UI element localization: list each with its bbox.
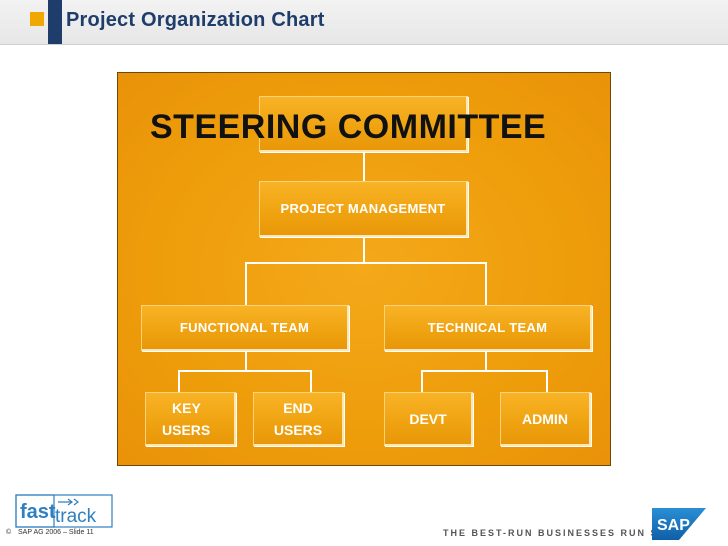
project-management-box: PROJECT MANAGEMENT: [259, 181, 468, 237]
devt-label: DEVT: [409, 410, 447, 427]
connector-technical-down: [485, 262, 487, 306]
devt-box: DEVT: [384, 392, 473, 446]
technical-team-label: TECHNICAL TEAM: [427, 320, 548, 335]
svg-text:SAP: SAP: [657, 517, 690, 534]
connector-technical-sub-horizontal: [421, 370, 548, 372]
key-users-box: KEY USERS: [145, 392, 236, 446]
connector-functional-down: [245, 262, 247, 306]
connector-steering-pm: [363, 152, 365, 182]
connector-functional-sub-horizontal: [178, 370, 312, 372]
steering-committee-label: STEERING COMMITTEE: [150, 108, 547, 146]
svg-text:track: track: [55, 506, 97, 527]
end-users-box: END USERS: [253, 392, 344, 446]
title-bar: Project Organization Chart: [0, 0, 728, 45]
sap-logo: SAP: [652, 508, 706, 540]
title-accent-bar: [48, 0, 62, 44]
end-users-label-1: END: [283, 399, 313, 416]
title-accent-square: [30, 12, 44, 26]
admin-label: ADMIN: [522, 410, 568, 427]
connector-devt-down: [421, 370, 423, 394]
svg-text:fast: fast: [20, 501, 56, 523]
connector-functional-sub-down: [245, 351, 247, 371]
connector-admin-down: [546, 370, 548, 394]
connector-teams-horizontal: [245, 262, 486, 264]
functional-team-box: FUNCTIONAL TEAM: [141, 305, 349, 351]
project-management-label: PROJECT MANAGEMENT: [280, 201, 446, 216]
functional-team-label: FUNCTIONAL TEAM: [179, 320, 310, 335]
fasttrack-logo: fast track: [15, 494, 113, 528]
copyright-symbol: ©: [6, 529, 12, 536]
connector-pm-down: [363, 237, 365, 263]
steering-committee-box: [259, 96, 468, 152]
slide-info: SAP AG 2006 – Slide 11: [18, 529, 94, 536]
key-users-label-1: KEY: [172, 399, 201, 416]
end-users-label-2: USERS: [273, 421, 323, 438]
admin-box: ADMIN: [500, 392, 591, 446]
connector-technical-sub-down: [485, 351, 487, 371]
sap-tagline: THE BEST-RUN BUSINESSES RUN SAP: [443, 528, 676, 538]
connector-end-users-down: [310, 370, 312, 394]
key-users-label-2: USERS: [162, 421, 211, 438]
page-title: Project Organization Chart: [66, 9, 325, 31]
connector-key-users-down: [178, 370, 180, 394]
technical-team-box: TECHNICAL TEAM: [384, 305, 592, 351]
